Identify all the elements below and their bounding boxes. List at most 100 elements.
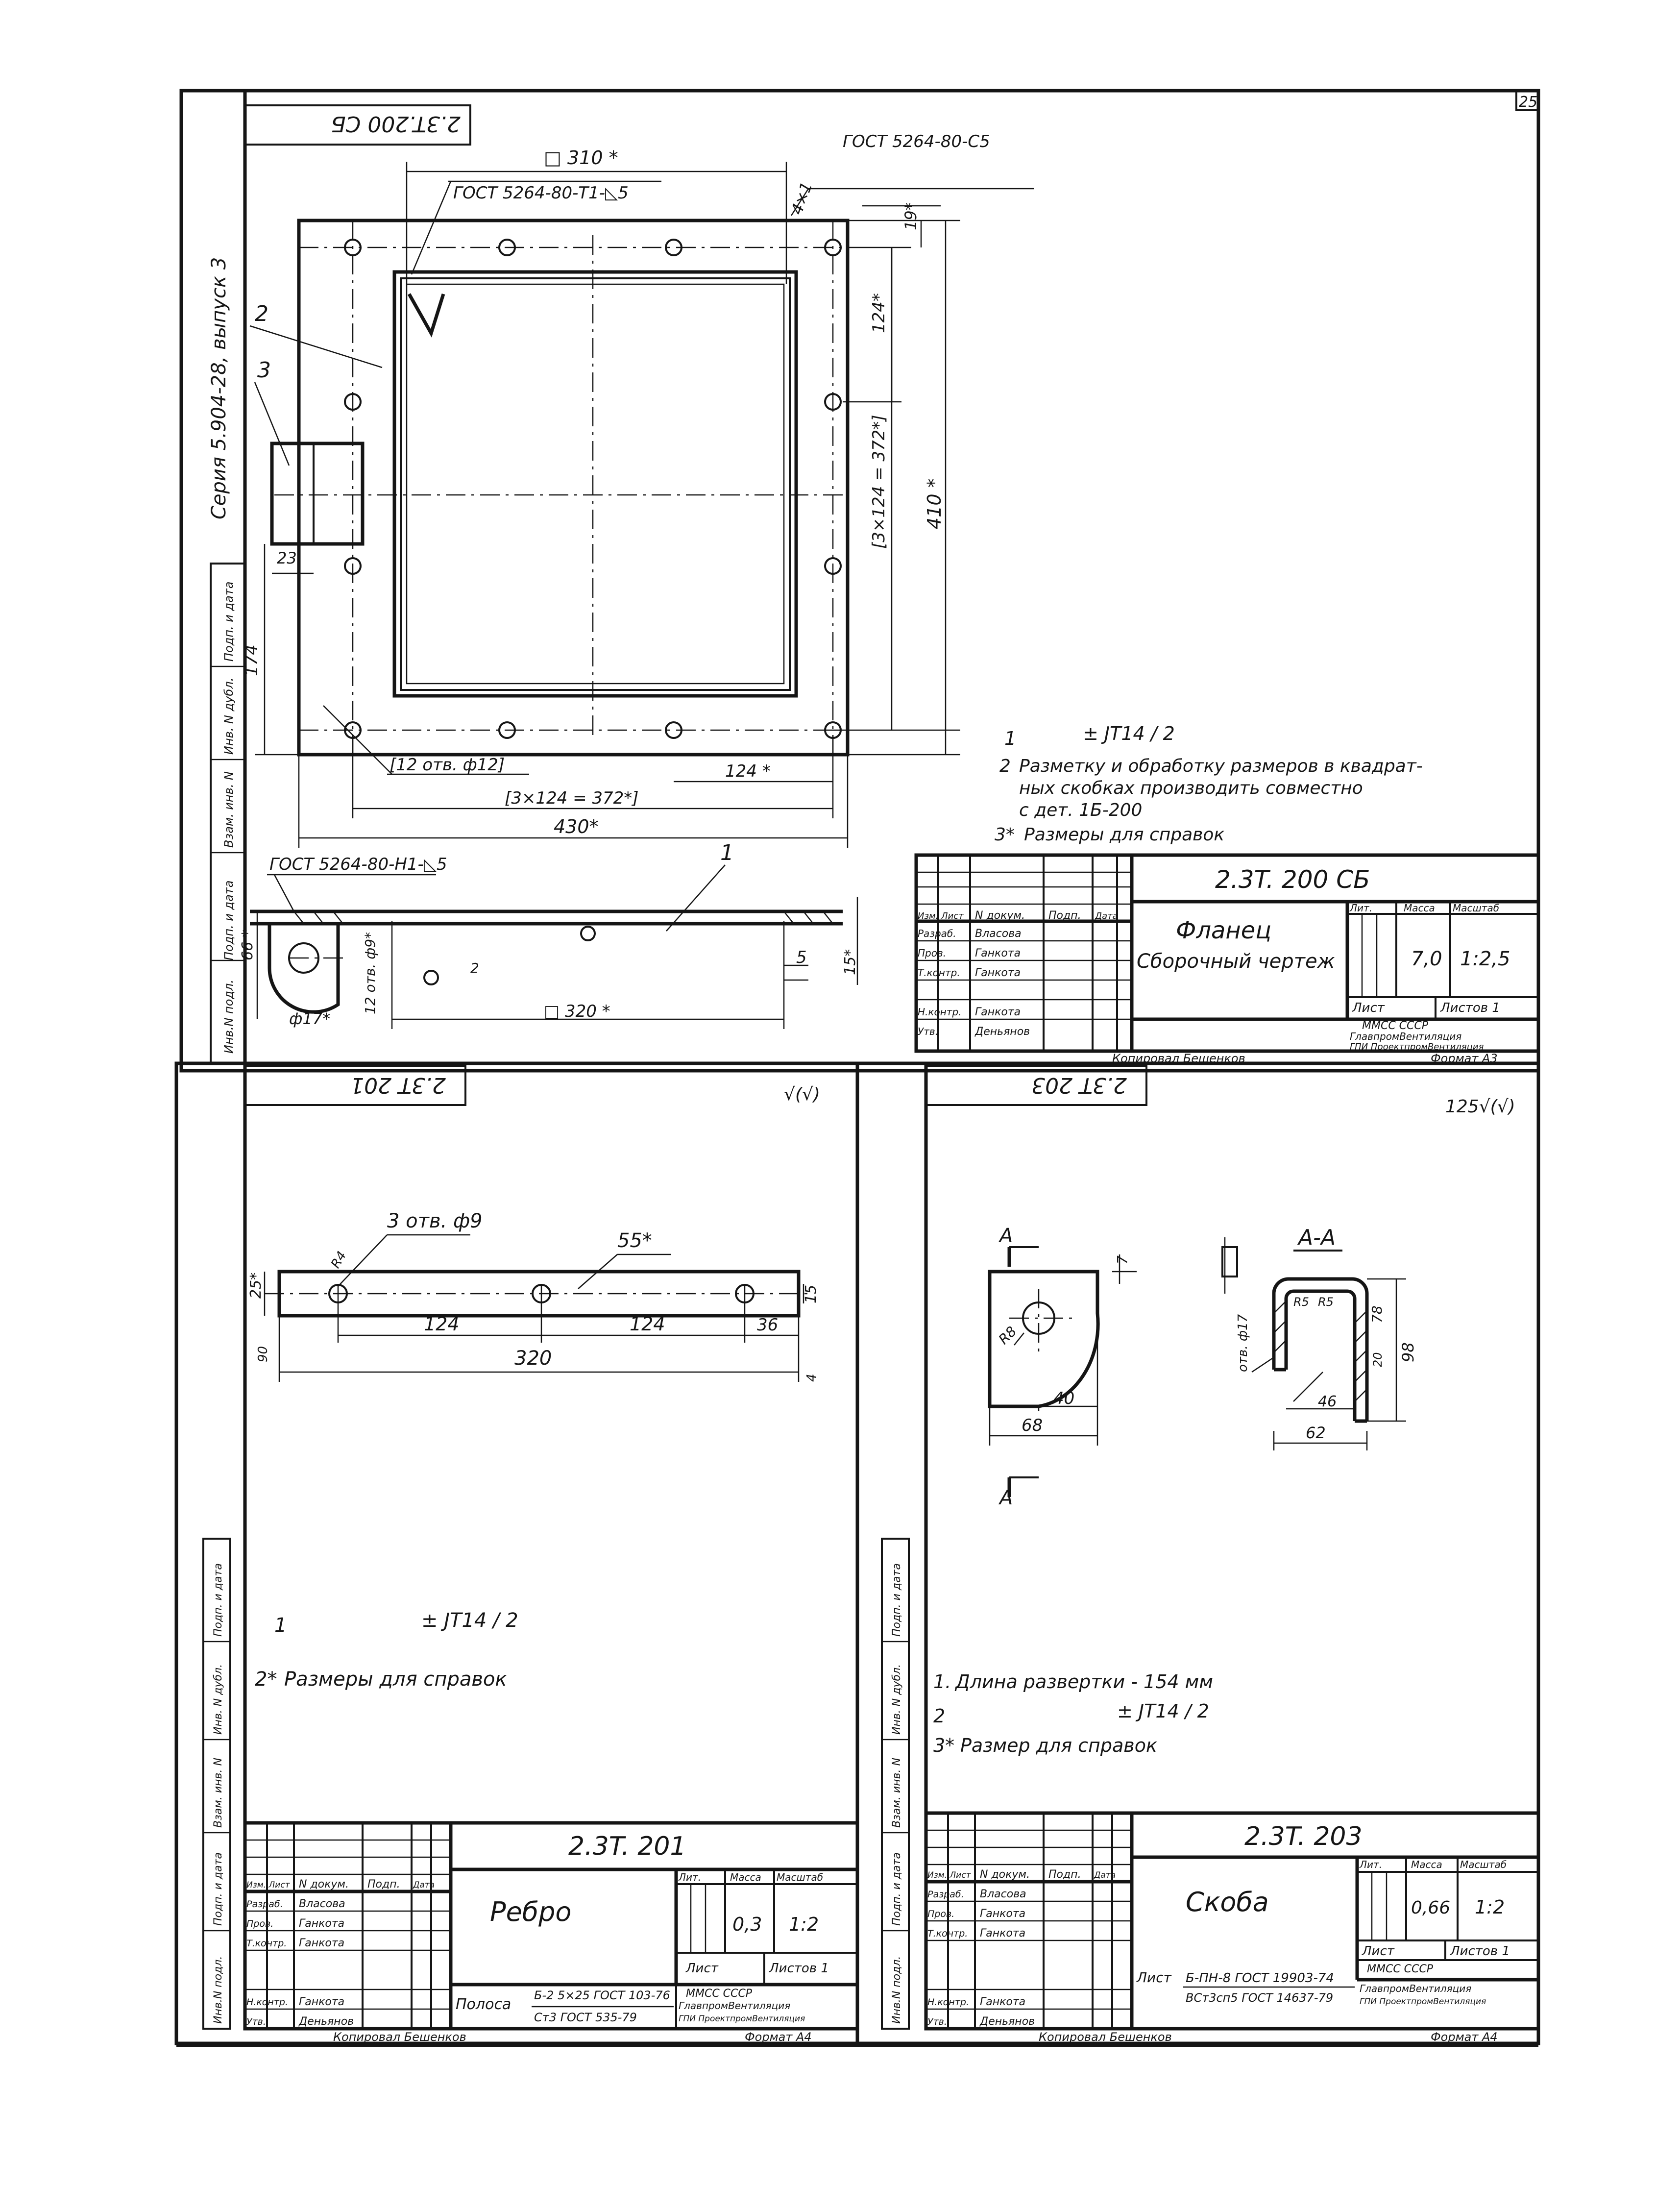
left-tb-row0-role: Изм. Лист (246, 1880, 291, 1890)
dim-430: 430* (554, 816, 599, 837)
right-tb-sheets-label: Листов 1 (1450, 1944, 1510, 1959)
top-tb-row3-name: Ганкота (975, 967, 1021, 979)
dim-gost-c5: ГОСТ 5264-80-С5 (843, 132, 990, 151)
top-tb-org2: ГлавпромВентиляция (1350, 1031, 1461, 1042)
page-number-box (1515, 90, 1539, 111)
left-tb-row1-role: Разраб. (246, 1899, 283, 1910)
left-note-1-num: 1 (274, 1614, 287, 1637)
left-tb-material2: Ст3 ГОСТ 535-79 (534, 2011, 637, 2024)
dim-124-vertical: 124* (869, 293, 889, 333)
dim-2: 2 (470, 960, 479, 976)
left-tb-scale: 1:2 (789, 1914, 819, 1935)
right-tb-scale: 1:2 (1475, 1896, 1505, 1918)
top-side-series: Серия 5.904-28, выпуск 3 (208, 257, 230, 519)
left-side-col-4: Инв. N дубл. (212, 1664, 224, 1735)
top-note-2b-text: ных скобках производить совместно (1019, 778, 1363, 798)
callout-1: 1 (720, 840, 734, 865)
right-dim-78: 78 (1369, 1305, 1385, 1323)
right-dim-7: 7 (1114, 1255, 1130, 1264)
right-tb-row2-role: Пров. (927, 1909, 954, 1919)
right-tb-row3-role: Т.контр. (927, 1928, 968, 1939)
right-note-2-num: 2 (933, 1705, 945, 1727)
right-tb-material1: Б-ПН-8 ГОСТ 19903-74 (1186, 1971, 1334, 1986)
right-code-box (925, 1065, 1147, 1106)
left-side-col-1: Инв.N подл. (212, 1956, 224, 2024)
right-tb-lit-label: Лит. (1359, 1859, 1382, 1870)
right-tb-row5-name: Деньянов (979, 2015, 1035, 2028)
right-tb-row0-name: N докум. (980, 1868, 1030, 1881)
right-dim-r8: R8 (996, 1323, 1020, 1348)
right-format: Формат А4 (1431, 2030, 1498, 2044)
left-dim-r4: R4 (328, 1249, 349, 1271)
bracket-part-3 (270, 442, 365, 546)
callout-3: 3 (257, 358, 271, 383)
dim-holes-small: 12 отв. ф9* (362, 932, 378, 1014)
side-col-1: Инв.N подл. (222, 980, 236, 1054)
dim-17: ф17* (289, 1009, 330, 1028)
dim-gost-n1: ГОСТ 5264-80-Н1-◺5 (269, 855, 447, 874)
right-tb-mass: 0,66 (1411, 1898, 1450, 1918)
right-dim-r5a: R5 (1293, 1295, 1309, 1309)
right-tb-row0-role: Изм. Лист (927, 1870, 972, 1880)
right-roughness: 125√(√) (1445, 1097, 1515, 1117)
left-dim-15: 15 (803, 1285, 820, 1303)
left-format: Формат А4 (745, 2030, 812, 2044)
flange-outer-outline (297, 219, 850, 757)
top-side-column-box (210, 563, 246, 1064)
left-tb-row0-name: N докум. (299, 1878, 349, 1890)
top-format: Формат А3 (1431, 1052, 1498, 1065)
left-side-col-2: Подп. и дата (212, 1852, 224, 1926)
arrow-a-bottom: А (998, 1487, 1013, 1509)
right-dim-20: 20 (1371, 1352, 1385, 1367)
outer-frame (179, 89, 1540, 1073)
right-dim-40: 40 (1053, 1389, 1074, 1408)
left-tb-org2: ГлавпромВентиляция (679, 2000, 790, 2012)
left-tb-material-label: Полоса (456, 1996, 511, 2013)
top-tb-row4-role: Н.контр. (918, 1006, 962, 1018)
dim-124-horizontal: 124 * (725, 761, 771, 781)
right-tb-row4-role: Н.контр. (927, 1997, 969, 2008)
right-tb-row3-name: Ганкота (980, 1927, 1025, 1939)
top-tb-row5-name: Деньянов (974, 1026, 1030, 1038)
bracket-section-aa (1221, 1237, 1406, 1450)
left-code-box (244, 1065, 466, 1106)
left-dim-124a: 124 (424, 1313, 460, 1335)
callout-2: 2 (255, 301, 268, 326)
right-tb-row0-date: Дата (1094, 1870, 1116, 1880)
dim-5: 5 (796, 948, 807, 967)
right-side-col-1: Инв.N подл. (891, 1956, 903, 2024)
top-tb-scale: 1:2,5 (1460, 948, 1510, 970)
top-note-1-text: ± JT14 / 2 (1083, 723, 1175, 744)
left-dim-320: 320 (514, 1347, 552, 1370)
right-note-2-text: ± JT14 / 2 (1117, 1700, 1209, 1722)
right-tb-org2: ГлавпромВентиляция (1360, 1983, 1471, 1994)
right-side-col-4: Инв. N дубл. (891, 1664, 903, 1735)
left-tb-row5-name: Деньянов (298, 2015, 354, 2028)
right-tb-row4-name: Ганкота (980, 1996, 1025, 2008)
top-tb-title: Фланец (1176, 917, 1271, 944)
top-code-mirrored: 2.3T.200 СБ (331, 111, 461, 136)
left-note-2-text: Размеры для справок (284, 1668, 507, 1691)
right-tb-row5-role: Утв. (927, 2016, 947, 2027)
side-col-4: Инв. N дубл. (222, 678, 236, 755)
left-note-2-num: 2* (255, 1668, 277, 1691)
left-tb-row2-name: Ганкота (299, 1917, 344, 1930)
rib-drawing (264, 1234, 813, 1382)
left-tb-row0-sign: Подп. (367, 1878, 400, 1890)
top-title-block: 2.3T. 200 СБ Фланец Сборочный чертеж Лит… (914, 853, 1540, 1053)
right-tb-org3: ГПИ ПроектпромВентиляция (1360, 1997, 1486, 2007)
right-tb-row2-name: Ганкота (980, 1908, 1025, 1920)
side-col-2: Подп. и дата (222, 881, 236, 961)
left-dim-holes: 3 отв. ф9 (387, 1210, 483, 1232)
left-sheet: 2.3T 201 √(√) Инв.N подл. Подп. и дата В… (202, 1063, 859, 2044)
dim-310: □ 310 * (544, 147, 618, 169)
right-dim-68: 68 (1022, 1416, 1043, 1435)
left-tb-row3-role: Т.контр. (246, 1938, 287, 1949)
side-col-5: Подп. и дата (222, 582, 236, 662)
top-code-box (244, 104, 471, 146)
top-tb-org3: ГПИ ПроектпромВентиляция (1350, 1042, 1484, 1052)
right-side-col-5: Подп. и дата (891, 1563, 903, 1637)
dim-15: 15* (842, 949, 859, 975)
top-tb-row4-name: Ганкота (975, 1006, 1021, 1018)
right-side-col-2: Подп. и дата (891, 1852, 903, 1926)
